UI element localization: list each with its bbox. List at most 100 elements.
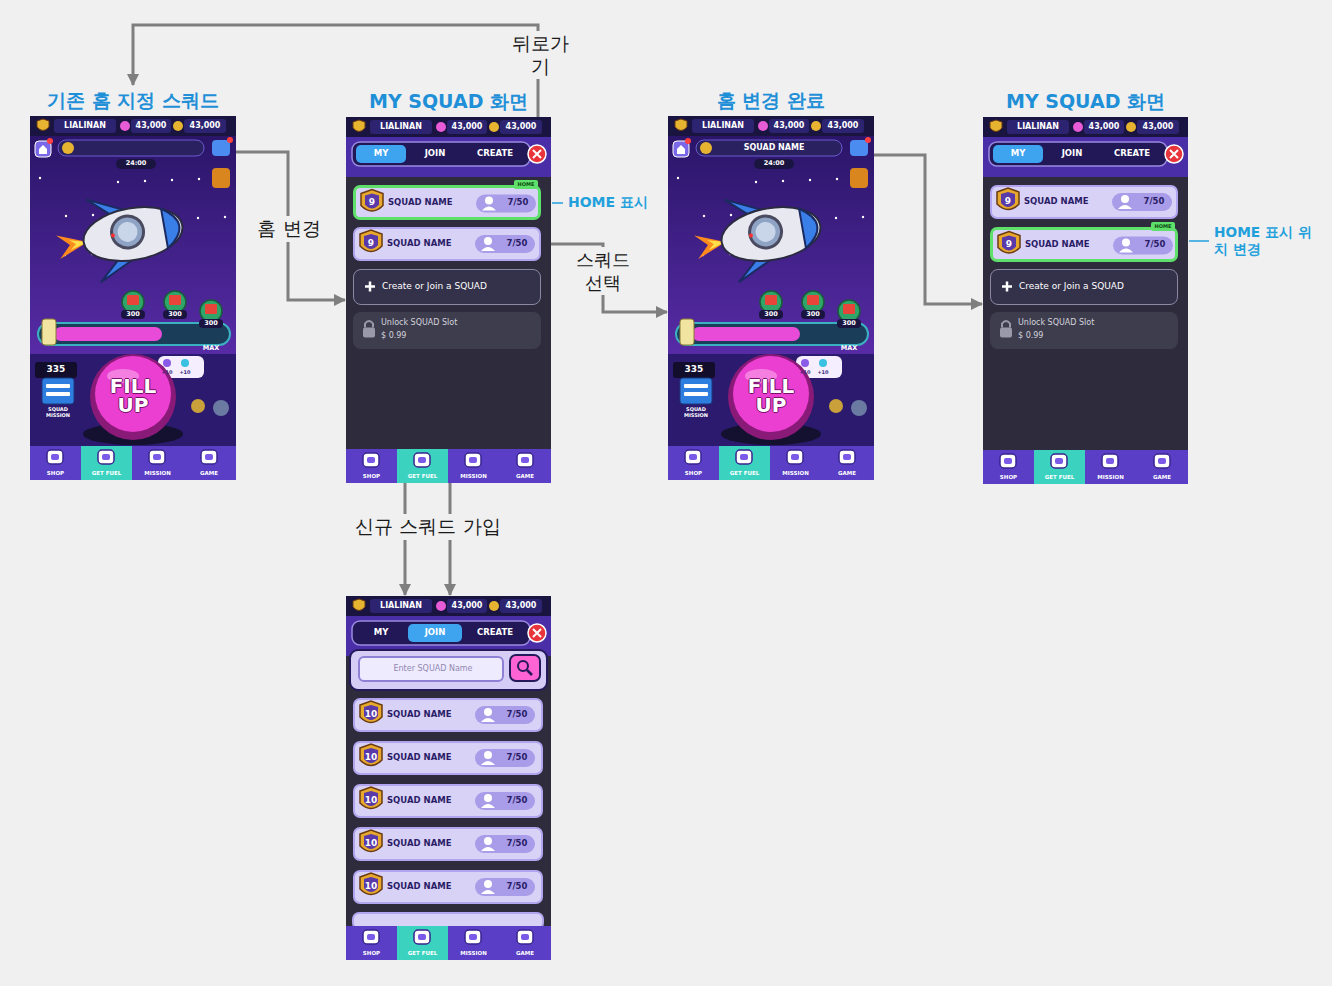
node-text: SQUAD NAME — [744, 144, 805, 153]
text-slot: Unlock SQUAD Slot — [381, 317, 521, 329]
star — [782, 180, 784, 182]
fill-up-button: FILL UP — [728, 354, 814, 440]
header-band — [346, 137, 551, 177]
nav-active-cell — [1034, 450, 1085, 484]
nav-icon-inner — [469, 934, 477, 940]
nav-icon-inner — [521, 934, 529, 940]
node-text: GET FUEL — [408, 473, 437, 479]
list-ground — [346, 656, 551, 926]
nav-icon-inner — [843, 454, 851, 460]
node-text: MY — [374, 149, 389, 158]
phone-screen: MY SQUAD 화면LIALINAN43,00043,000SHOPGET F… — [346, 117, 551, 483]
text-slot: SQUAD NAME — [1025, 230, 1113, 259]
text-slot: SQUAD NAME — [387, 743, 475, 773]
shield-icon — [353, 599, 365, 611]
member-pill — [475, 835, 535, 853]
text-slot: 300 — [836, 319, 862, 328]
notice-dot — [227, 137, 233, 143]
edge-label: 홈 변경 — [254, 216, 323, 242]
node-text: SQUAD NAME — [1024, 197, 1089, 206]
node-text: 9 — [1006, 240, 1012, 250]
text-slot: SQUAD NAME — [387, 872, 475, 902]
currency-box — [131, 119, 171, 133]
callout-slot: HOME 표시 위치 변경 — [1212, 224, 1316, 260]
text-slot: SQUAD NAME — [1024, 187, 1112, 217]
node-text: SQUAD NAME — [388, 198, 453, 207]
create-join-row: Create or Join a SQUAD — [353, 269, 541, 305]
rocket-nose — [799, 206, 821, 248]
nav-active-cell — [719, 446, 770, 480]
node-art — [990, 312, 1178, 349]
nav-icon — [363, 453, 379, 467]
squad-row: 9SQUAD NAME7/50HOME — [990, 227, 1178, 262]
text-slot: SHOP — [30, 469, 81, 477]
window-glass — [116, 220, 139, 243]
mission-icon — [680, 378, 712, 404]
fuel-bottle — [42, 319, 56, 345]
fuel-fill — [692, 327, 800, 341]
rocket-light — [749, 233, 754, 238]
edge-label: 스쿼드 선택 — [570, 247, 636, 295]
text-slot: +10 — [159, 369, 175, 376]
text-slot: 7/50 — [499, 786, 535, 816]
squad-row: 10SQUAD NAME7/50 — [353, 698, 543, 732]
star — [755, 181, 757, 183]
close-cross — [1170, 150, 1178, 158]
squad-row: 10SQUAD NAME7/50 — [353, 870, 543, 904]
side-button — [213, 400, 229, 416]
magnifier-handle — [527, 670, 532, 675]
squad-row: 9SQUAD NAME7/50HOME — [353, 185, 541, 220]
coin-icon — [173, 121, 183, 131]
nav-icon-inner — [367, 457, 375, 463]
nav-icon — [685, 450, 701, 464]
person-body — [481, 890, 495, 894]
node-text: 10 — [365, 796, 378, 806]
currency-box — [1137, 120, 1179, 134]
node-text: 300 — [126, 311, 140, 318]
node-text: MISSION — [1097, 474, 1124, 480]
nav-icon — [839, 450, 855, 464]
node-text: Unlock SQUAD Slot — [381, 319, 457, 328]
nav-icon — [414, 930, 430, 944]
shield-icon — [990, 120, 1002, 132]
window-glass — [754, 220, 777, 243]
rocket-body — [79, 200, 187, 269]
shield-inner — [364, 791, 378, 806]
text-slot: LIALINAN — [374, 599, 428, 613]
bonus-icon — [163, 359, 171, 367]
nav-bar — [30, 446, 236, 480]
timer-pill — [754, 159, 794, 169]
text-slot: GAME — [821, 469, 873, 477]
rocket-window — [747, 213, 784, 250]
node-text: 24:00 — [764, 160, 785, 167]
tab-bar — [352, 621, 530, 645]
text-slot: $ 0.99 — [1018, 330, 1098, 342]
sky — [668, 136, 874, 446]
close-button — [1165, 145, 1183, 163]
currency-box — [822, 119, 864, 133]
node-text: 335 — [47, 365, 66, 375]
level-shield — [360, 830, 382, 852]
currency-box — [447, 120, 487, 134]
node-text: SQUAD NAME — [387, 239, 452, 248]
nav-icon-inner — [51, 454, 59, 460]
bonus-icon — [801, 359, 809, 367]
node-text: 43,000 — [136, 122, 167, 131]
name-box — [370, 599, 432, 613]
text-slot: 기존 홈 지정 스쿼드 — [10, 88, 256, 112]
text-slot: MY — [993, 145, 1043, 163]
tab-bar — [989, 142, 1167, 166]
button-ring — [90, 354, 176, 440]
person-body — [1119, 249, 1133, 253]
currency-box — [500, 120, 542, 134]
top-bar — [983, 117, 1188, 137]
text-slot: GET FUEL — [1034, 473, 1085, 481]
text-slot: MY SQUAD 화면 — [326, 89, 571, 113]
node-text: SQUAD NAME — [1025, 240, 1090, 249]
nav-icon — [1051, 454, 1067, 468]
star — [677, 177, 679, 179]
node-text: 10 — [365, 882, 378, 892]
node-text: GET FUEL — [408, 950, 437, 956]
nav-icon-inner — [1004, 458, 1012, 464]
